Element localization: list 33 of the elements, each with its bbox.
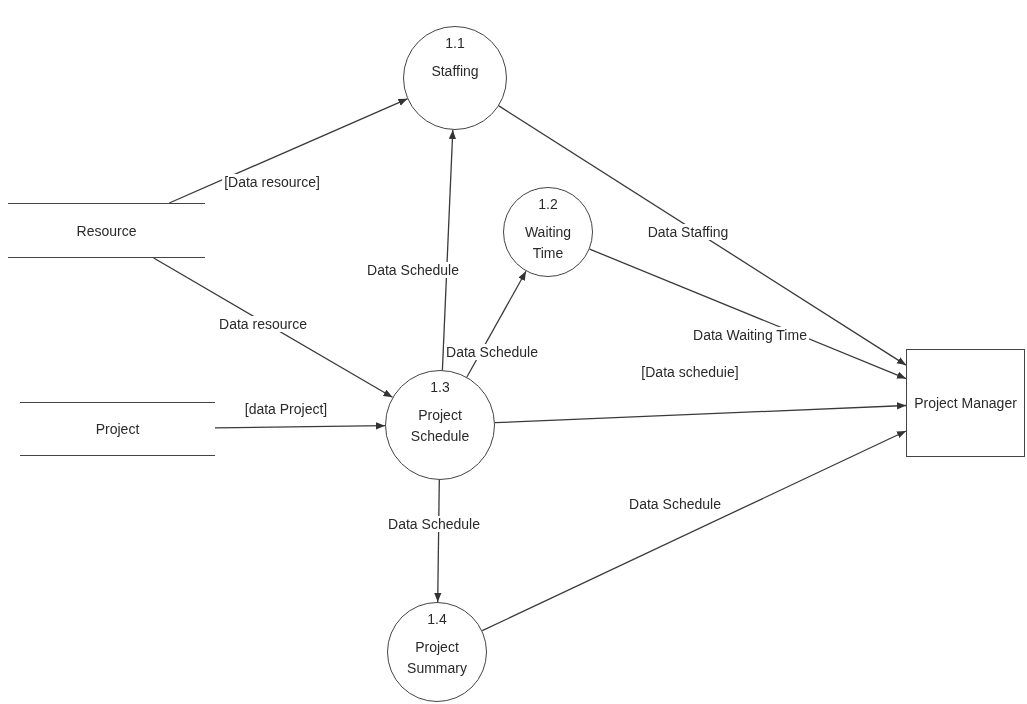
data-flow-arrow: [441, 129, 456, 371]
data-flow-arrow: [588, 248, 907, 380]
data-flow-arrow: [434, 479, 442, 603]
data-flow-arrow: [168, 98, 409, 204]
data-flow-arrow: [153, 257, 394, 398]
edge-label: Data Schedule: [627, 496, 723, 512]
data-flow-arrow: [214, 422, 386, 430]
node-label: Project Manager: [914, 393, 1017, 413]
node-label: Project: [95, 421, 140, 437]
edge-label: Data Schedule: [365, 262, 461, 278]
edge-label: Data Waiting Time: [691, 327, 809, 343]
edge-label: [Data resource]: [222, 174, 322, 190]
data-flow-arrow: [498, 105, 907, 366]
process-number: 1.4: [427, 611, 447, 627]
process-number: 1.1: [445, 35, 465, 51]
node-label: Waiting Time: [523, 223, 573, 263]
edge-label: [Data scheduie]: [639, 364, 741, 380]
edge-label: Data resource: [217, 316, 309, 332]
data-flow-arrow: [494, 402, 907, 424]
node-label: Project Summary: [406, 638, 468, 678]
entity-box: [906, 349, 1025, 457]
node-label: Resource: [76, 222, 137, 239]
process-number: 1.3: [430, 379, 450, 395]
edge-label: Data Schedule: [386, 516, 482, 532]
data-store: [20, 402, 215, 456]
edge-label: Data Schedule: [444, 344, 540, 360]
data-store: [8, 203, 205, 258]
node-label: Staffing: [430, 62, 480, 81]
node-label: Project Schedule: [409, 406, 471, 446]
edge-label: [data Project]: [242, 401, 330, 417]
data-flow-arrow: [481, 430, 907, 632]
process-number: 1.2: [538, 196, 558, 212]
edge-label: Data Staffing: [645, 224, 731, 240]
